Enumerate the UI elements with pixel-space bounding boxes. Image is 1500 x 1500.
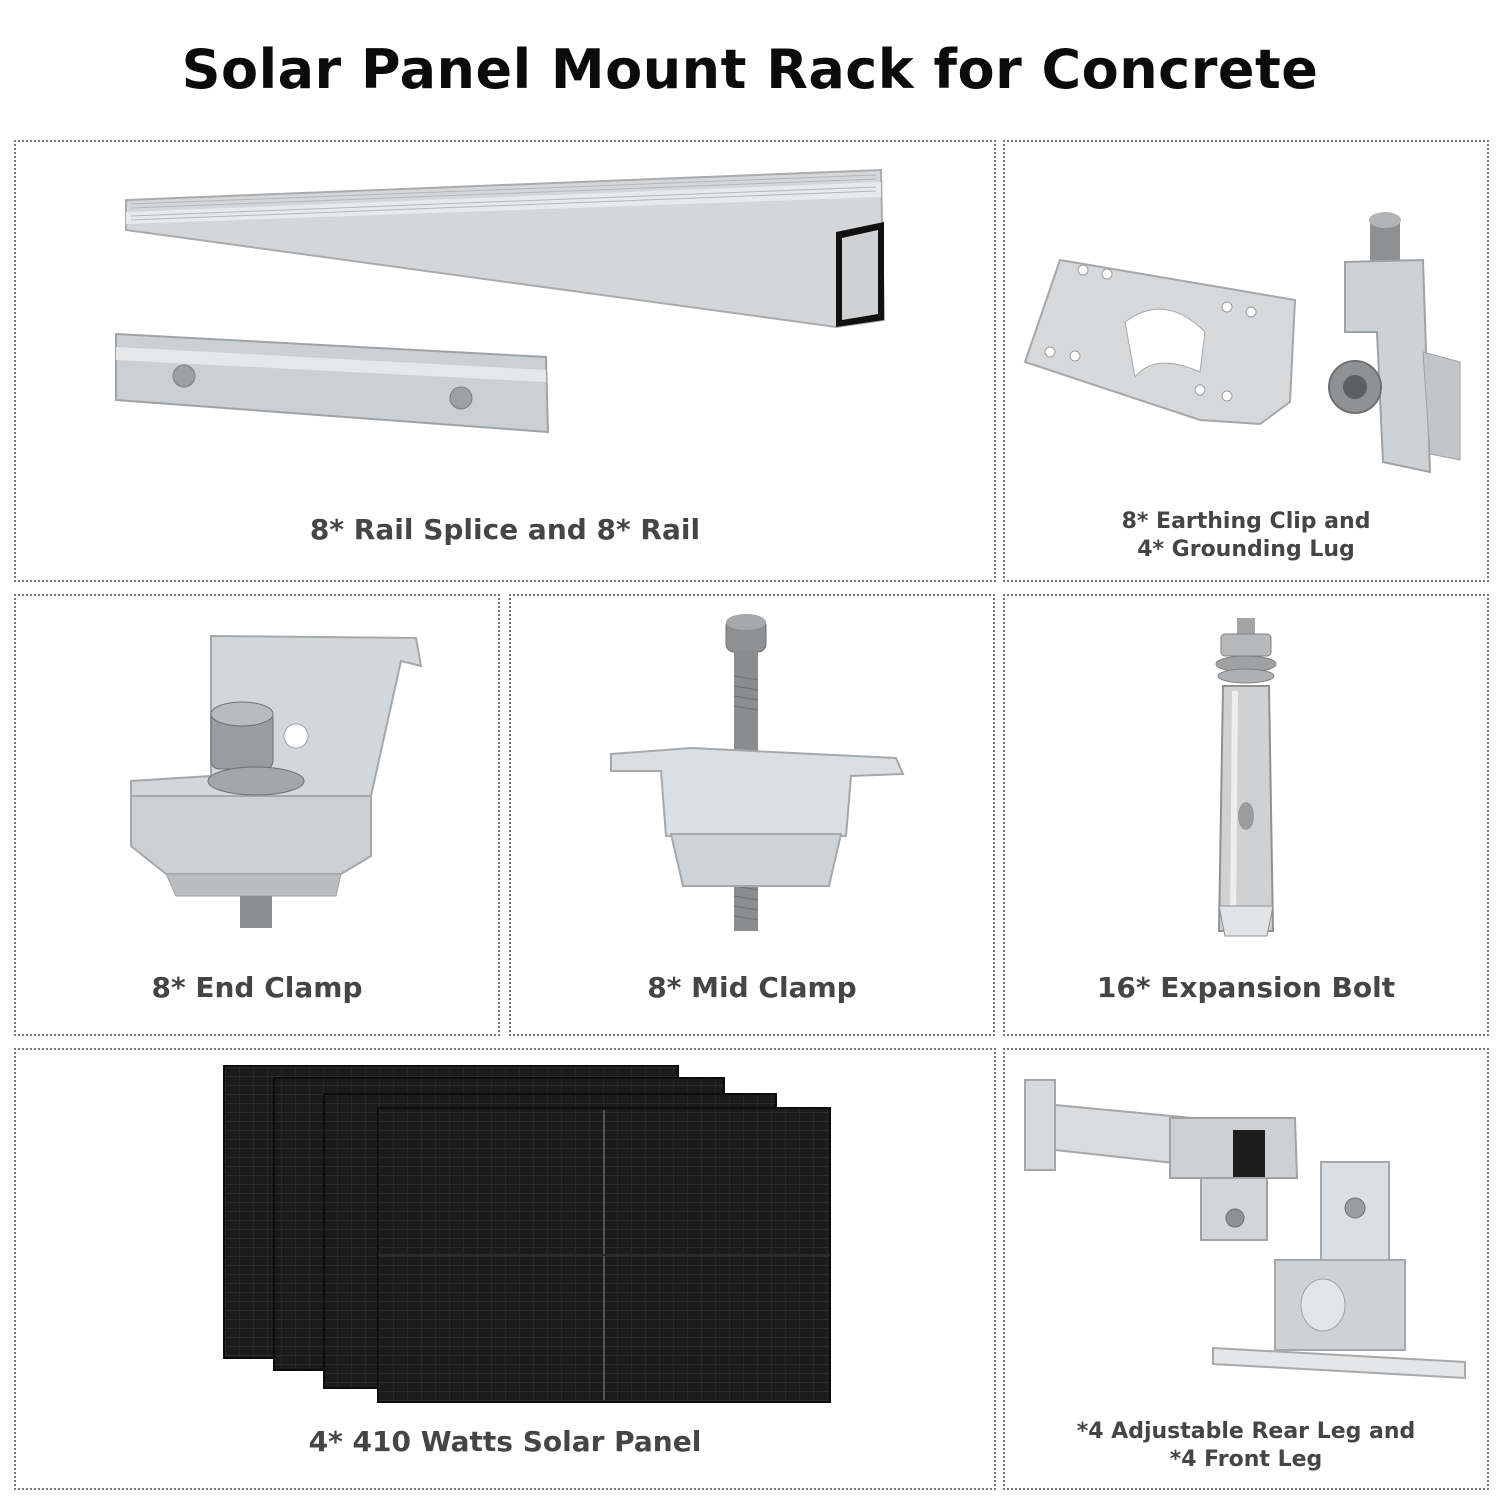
legs-label: *4 Adjustable Rear Leg and *4 Front Leg: [1005, 1418, 1487, 1474]
rail-label: 8* Rail Splice and 8* Rail: [309, 513, 701, 546]
expansion-bolt-illustration: [1215, 618, 1277, 937]
end-clamp-cell: 8* End Clamp: [14, 594, 500, 1036]
solar-panel-label: 4* 410 Watts Solar Panel: [308, 1425, 702, 1458]
legs-label-line2: *4 Front Leg: [1169, 1447, 1323, 1472]
legs-illustration: [1024, 1079, 1466, 1380]
expansion-bolt-label: 16* Expansion Bolt: [1096, 971, 1396, 1004]
legs-label-line1: *4 Adjustable Rear Leg and: [1076, 1419, 1416, 1444]
mid-clamp-label: 8* Mid Clamp: [647, 971, 857, 1004]
solar-panel-illustration: [223, 1065, 831, 1403]
earthing-label-line2: 4* Grounding Lug: [1137, 537, 1355, 562]
mid-clamp-cell: 8* Mid Clamp: [509, 594, 995, 1036]
legs-cell: *4 Adjustable Rear Leg and *4 Front Leg: [1003, 1048, 1489, 1490]
earthing-illustration: [1023, 212, 1461, 474]
solar-panel-cell: 4* 410 Watts Solar Panel: [14, 1048, 996, 1490]
end-clamp-illustration: [130, 634, 423, 928]
earthing-label: 8* Earthing Clip and 4* Grounding Lug: [1005, 508, 1487, 564]
page-title: Solar Panel Mount Rack for Concrete: [181, 38, 1319, 101]
rail-illustration: [115, 168, 886, 434]
end-clamp-label: 8* End Clamp: [151, 971, 363, 1004]
expansion-bolt-cell: 16* Expansion Bolt: [1003, 594, 1489, 1036]
earthing-cell: 8* Earthing Clip and 4* Grounding Lug: [1003, 140, 1489, 582]
mid-clamp-illustration: [610, 614, 905, 931]
rail-cell: 8* Rail Splice and 8* Rail: [14, 140, 996, 582]
earthing-label-line1: 8* Earthing Clip and: [1121, 509, 1371, 534]
